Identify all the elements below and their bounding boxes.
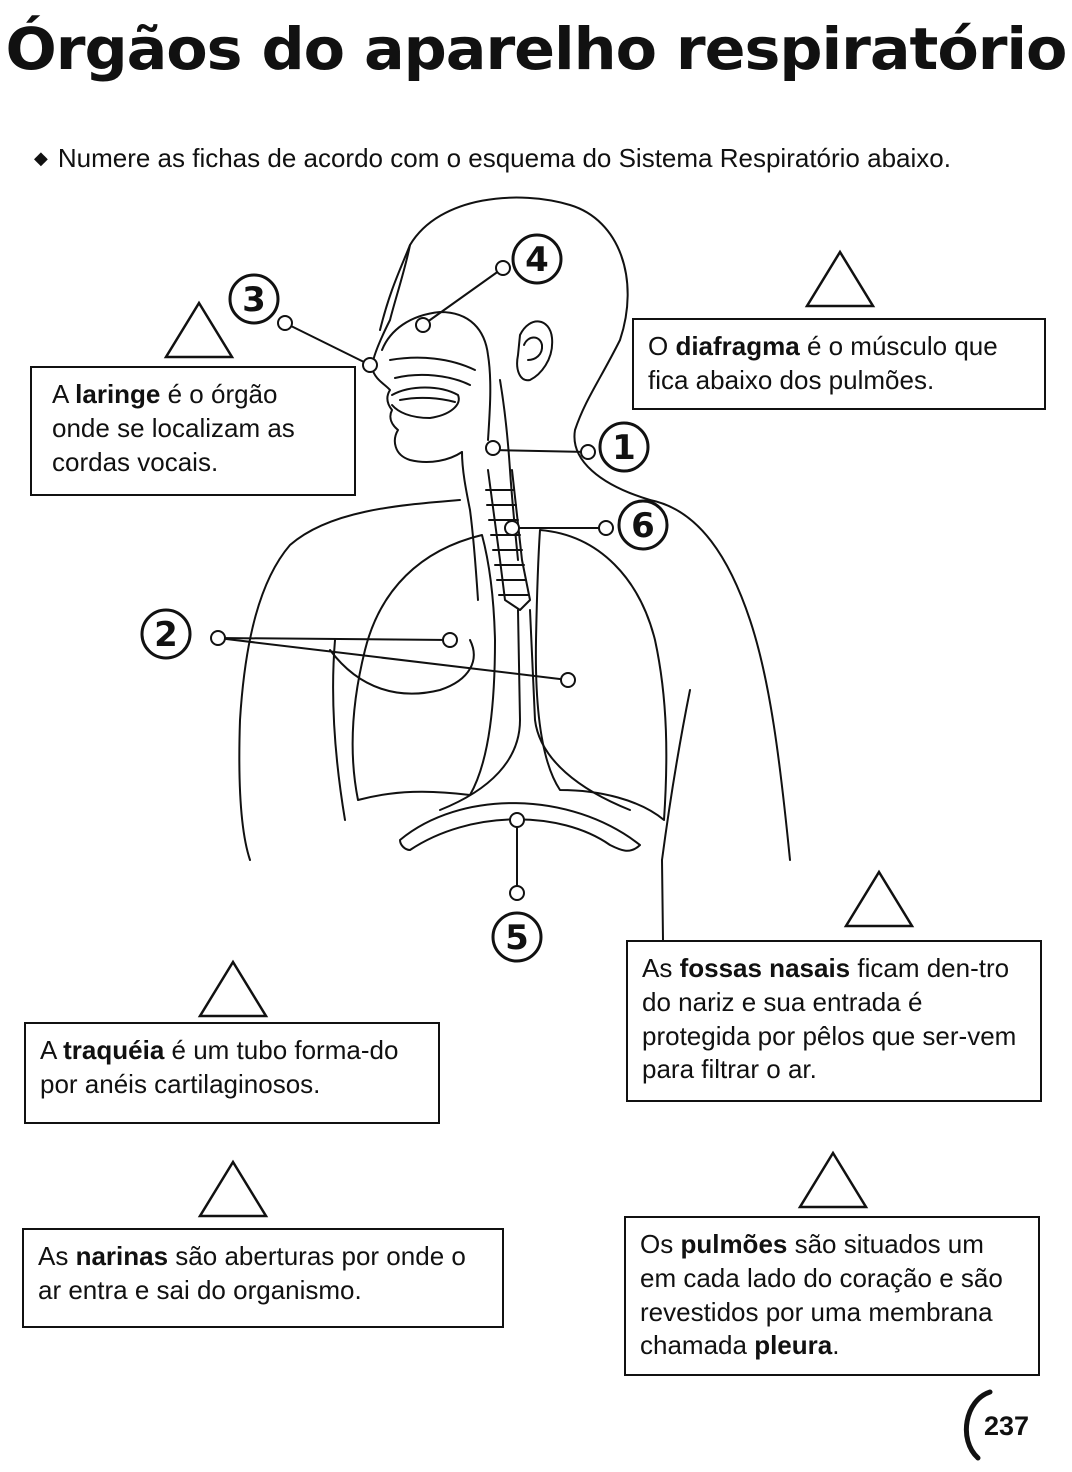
torso-left [238,499,461,861]
instruction: ◆ Numere as fichas de acordo com o esquem… [34,143,951,174]
instruction-text: Numere as fichas de acordo com o esquema… [57,143,951,173]
left-lung [351,534,496,801]
heart [329,639,475,695]
card-narinas-term: narinas [75,1241,169,1271]
answer-triangle-fossas[interactable] [843,869,915,928]
answer-triangle-laringe[interactable] [163,300,235,359]
card-diafragma: O diafragma é o músculo que fica abaixo … [632,318,1046,410]
card-pulmoes-text2: . [832,1330,840,1361]
pointer-2a [217,637,451,641]
card-traqueia-term: traquéia [63,1035,165,1065]
card-narinas-pre: As [38,1241,76,1271]
number-label-6: 6 [631,506,655,546]
number-circle-2 [140,608,192,660]
number-circle-4 [511,233,563,285]
face-profile [371,244,463,463]
card-traqueia: A traquéia é um tubo forma-do por anéis … [24,1022,440,1124]
card-diafragma-term: diafragma [675,331,800,361]
card-pulmoes-term2: pleura [754,1330,833,1361]
card-fossas-pre: As [642,953,680,983]
answer-triangle-pulmoes[interactable] [797,1150,869,1209]
pharynx [461,451,479,601]
pointer-1 [492,449,589,453]
number-label-1: 1 [612,428,636,468]
number-circle-3 [228,273,280,325]
card-traqueia-pre: A [40,1035,64,1065]
card-pulmoes-term: pulmões [680,1229,788,1259]
bronchi [439,609,631,811]
diaphragm [399,802,641,852]
card-laringe-term: laringe [75,379,161,409]
card-pulmoes-pre: Os [640,1229,681,1259]
answer-triangle-narinas[interactable] [197,1159,269,1218]
pointer-fossas [661,859,664,941]
number-label-3: 3 [242,280,266,320]
page-title: Órgãos do aparelho respiratório [5,15,1068,83]
card-laringe-pre: A [52,379,76,409]
answer-triangle-diafragma[interactable] [804,249,876,308]
nasal-cavity [381,311,492,441]
card-fossas-term: fossas nasais [679,953,851,983]
card-narinas-text: são aberturas por onde o ar entra e sai … [38,1241,466,1305]
number-circle-5 [491,911,543,963]
pointer-2b [217,637,569,681]
card-traqueia-text: é um tubo forma-do por anéis cartilagino… [40,1035,399,1099]
card-pulmoes: Os pulmões são situados um em cada lado … [624,1216,1040,1376]
number-circle-1 [598,421,650,473]
number-label-4: 4 [525,240,549,280]
card-fossas-text: ficam den-tro do nariz e sua entrada é p… [642,953,1017,1085]
answer-triangle-traqueia[interactable] [197,959,269,1018]
bullet-icon: ◆ [34,148,48,168]
number-label-2: 2 [154,615,178,655]
page-number-bracket [963,1389,993,1461]
card-narinas: As narinas são aberturas por onde o ar e… [22,1228,504,1328]
number-circle-6 [617,499,669,551]
mouth [391,386,460,419]
card-diafragma-pre: O [648,331,676,361]
pointer-4 [422,267,504,326]
card-laringe: A laringe é o órgão onde se localizam as… [30,366,356,496]
card-fossas: As fossas nasais ficam den-tro do nariz … [626,940,1042,1102]
card-diafragma-text: é o músculo que fica abaixo dos pulmões. [648,331,998,395]
number-label-5: 5 [505,918,529,958]
trachea [487,469,531,611]
pointer-3 [284,322,371,366]
ear [516,320,554,382]
card-pulmoes-text: são situados um em cada lado do coração … [640,1229,1003,1361]
page-number: 237 [984,1411,1030,1441]
card-laringe-text: é o órgão onde se localizam as cordas vo… [52,379,295,477]
right-lung [534,529,668,821]
